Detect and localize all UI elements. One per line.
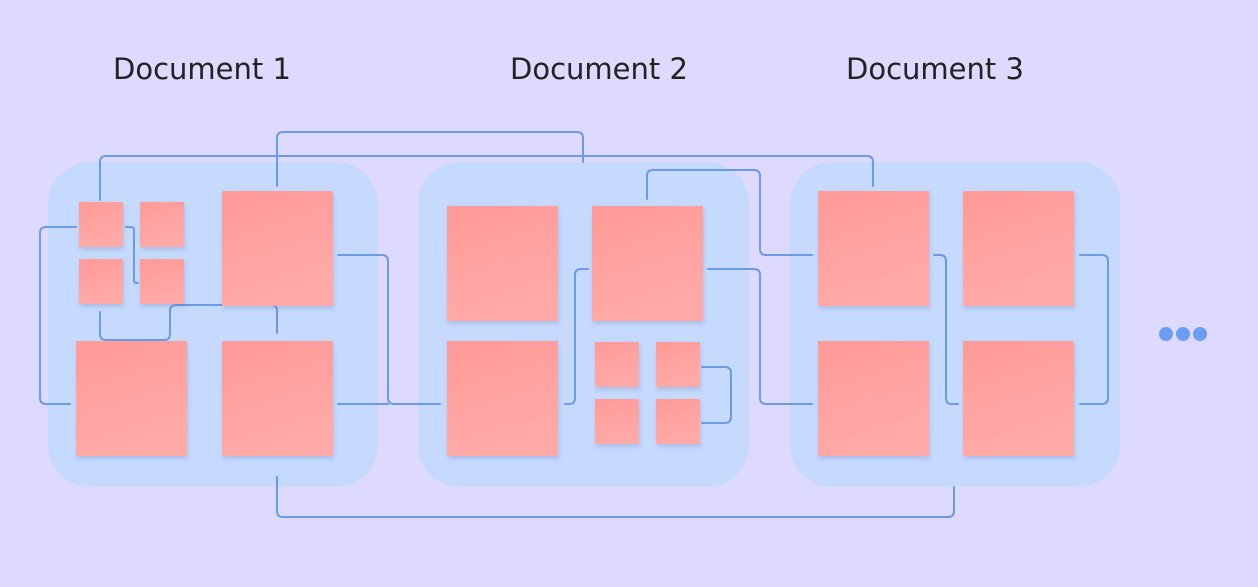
sticky-note[interactable] <box>818 191 929 306</box>
sticky-note[interactable] <box>76 341 187 456</box>
connector <box>1079 254 1109 405</box>
sticky-note-small[interactable] <box>656 399 700 444</box>
connectors <box>39 131 1109 518</box>
sticky-note-small[interactable] <box>140 202 184 247</box>
connector <box>39 226 77 405</box>
sticky-note-small[interactable] <box>595 342 639 387</box>
connector <box>125 226 139 284</box>
sticky-note[interactable] <box>222 191 333 306</box>
sticky-note-small[interactable] <box>79 259 123 304</box>
sticky-note[interactable] <box>222 341 333 456</box>
connector <box>564 268 589 405</box>
connector <box>933 254 959 405</box>
document-1-title: Document 1 <box>113 52 291 86</box>
connector <box>646 169 813 256</box>
ellipsis-icon <box>1159 327 1207 341</box>
document-2-notes <box>447 206 703 456</box>
connector <box>99 155 874 201</box>
connector <box>276 476 955 518</box>
connector <box>276 131 584 187</box>
document-3-title: Document 3 <box>846 52 1024 86</box>
sticky-note-small[interactable] <box>79 202 123 247</box>
document-2-title: Document 2 <box>510 52 688 86</box>
document-3-notes <box>818 191 1074 456</box>
connector <box>337 254 441 405</box>
sticky-note-small[interactable] <box>595 399 639 444</box>
sticky-note[interactable] <box>963 191 1074 306</box>
sticky-note-small[interactable] <box>140 259 184 304</box>
sticky-note[interactable] <box>447 206 558 321</box>
connector <box>707 268 813 405</box>
connector <box>701 366 732 424</box>
sticky-note[interactable] <box>447 341 558 456</box>
sticky-note-small[interactable] <box>656 342 700 387</box>
document-1-notes <box>76 191 333 456</box>
sticky-note[interactable] <box>963 341 1074 456</box>
sticky-note[interactable] <box>592 206 703 321</box>
sticky-note[interactable] <box>818 341 929 456</box>
